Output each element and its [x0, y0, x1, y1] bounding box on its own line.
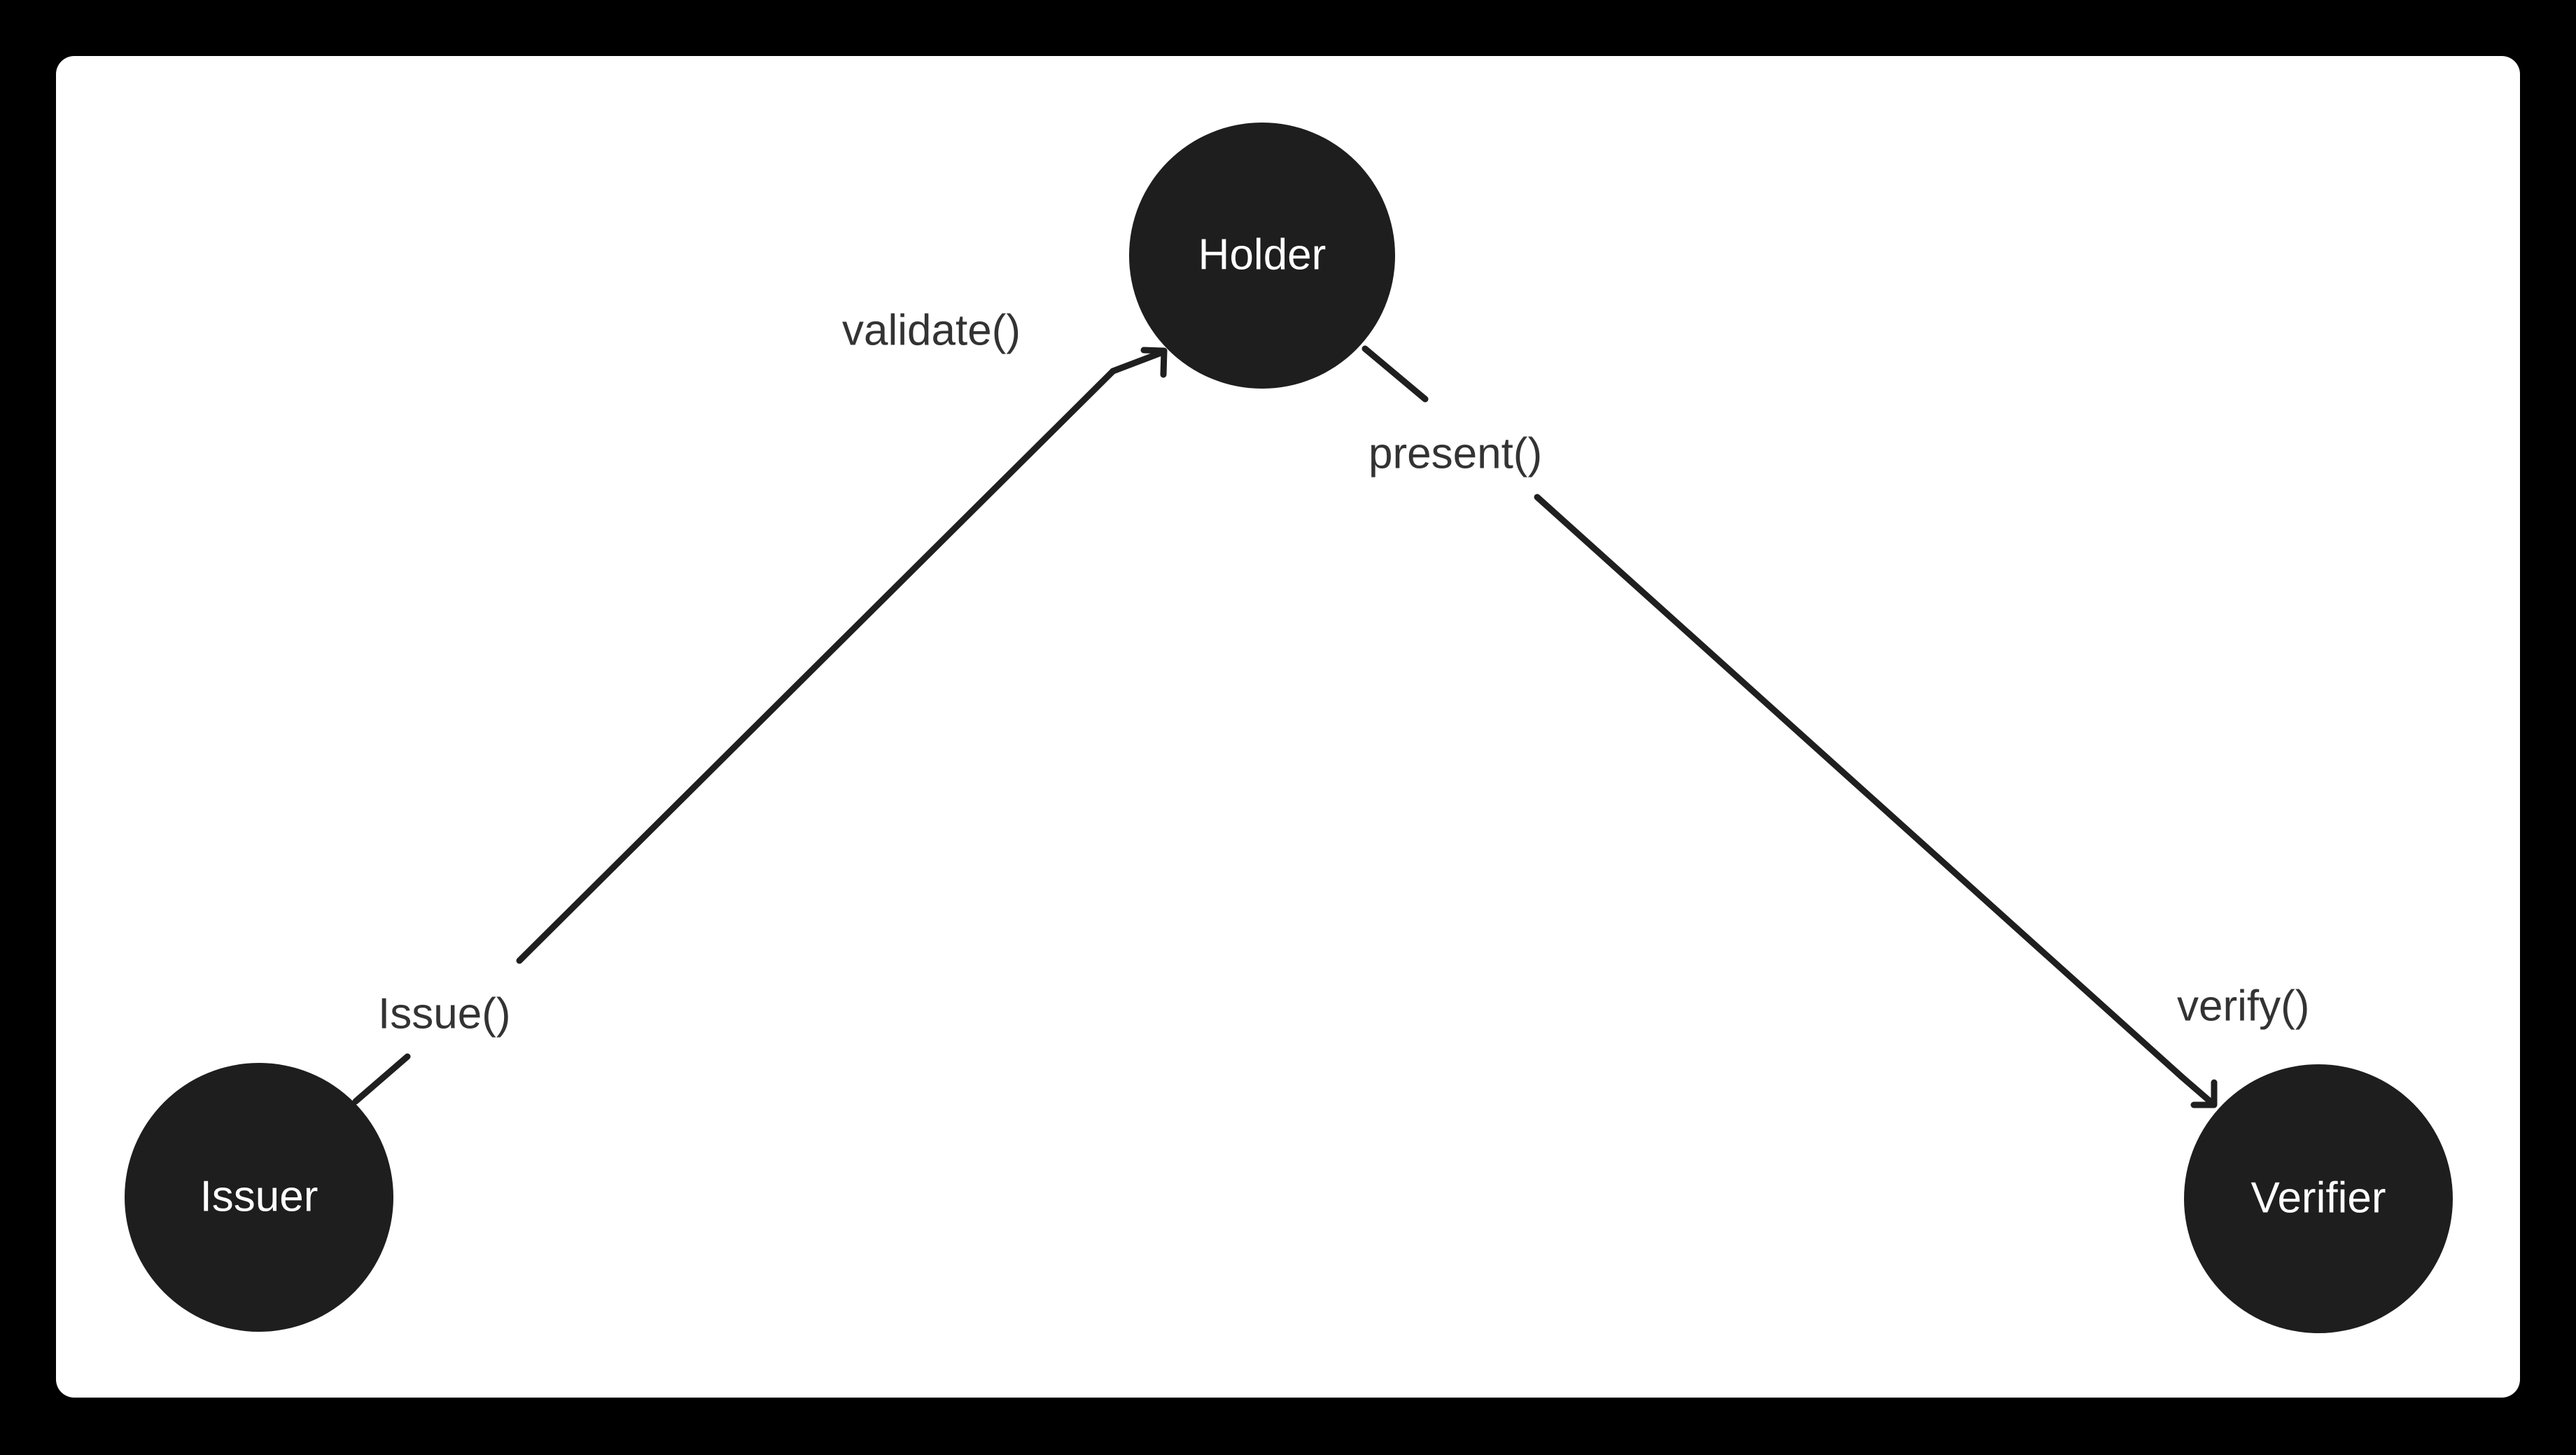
- edge-label-verify-text: verify(): [2177, 982, 2309, 1030]
- edge-issuer-to-holder[interactable]: Issue() validate(): [352, 300, 1168, 1105]
- edge-label-issue: Issue(): [367, 984, 571, 1048]
- edge-issuer-to-holder-segment-lower: [352, 1053, 411, 1105]
- node-issuer[interactable]: Issuer: [125, 1063, 393, 1332]
- edge-issuer-to-holder-segment-middle: [516, 368, 1116, 964]
- edge-label-present-text: present(): [1368, 429, 1542, 478]
- edge-holder-to-verifier-segment-middle: [1534, 494, 2186, 1081]
- node-issuer-circle: [125, 1063, 393, 1332]
- edge-label-issue-background: [367, 984, 571, 1048]
- node-holder[interactable]: Holder: [1129, 123, 1395, 389]
- edge-label-issue-text: Issue(): [378, 989, 510, 1038]
- edge-holder-to-verifier[interactable]: present() verify(): [1358, 345, 2378, 1108]
- node-verifier-circle: [2184, 1064, 2453, 1333]
- edge-holder-to-verifier-tip: [2179, 1074, 2217, 1108]
- edge-label-validate-background: [832, 300, 1106, 365]
- edge-label-present-background: [1358, 424, 1627, 488]
- node-verifier-label: Verifier: [2251, 1174, 2386, 1222]
- node-verifier[interactable]: Verifier: [2184, 1064, 2453, 1333]
- node-holder-label: Holder: [1198, 230, 1326, 279]
- edge-holder-to-verifier-segment-upper: [1362, 345, 1429, 403]
- node-holder-circle: [1129, 123, 1395, 389]
- edge-label-validate-text: validate(): [842, 306, 1021, 354]
- edge-label-validate: validate(): [832, 300, 1106, 365]
- node-issuer-label: Issuer: [200, 1172, 318, 1220]
- edge-issuer-to-holder-tip: [1110, 349, 1166, 375]
- edge-label-verify: verify(): [2166, 976, 2378, 1040]
- edge-label-verify-background: [2166, 976, 2378, 1040]
- edge-label-present: present(): [1358, 424, 1627, 488]
